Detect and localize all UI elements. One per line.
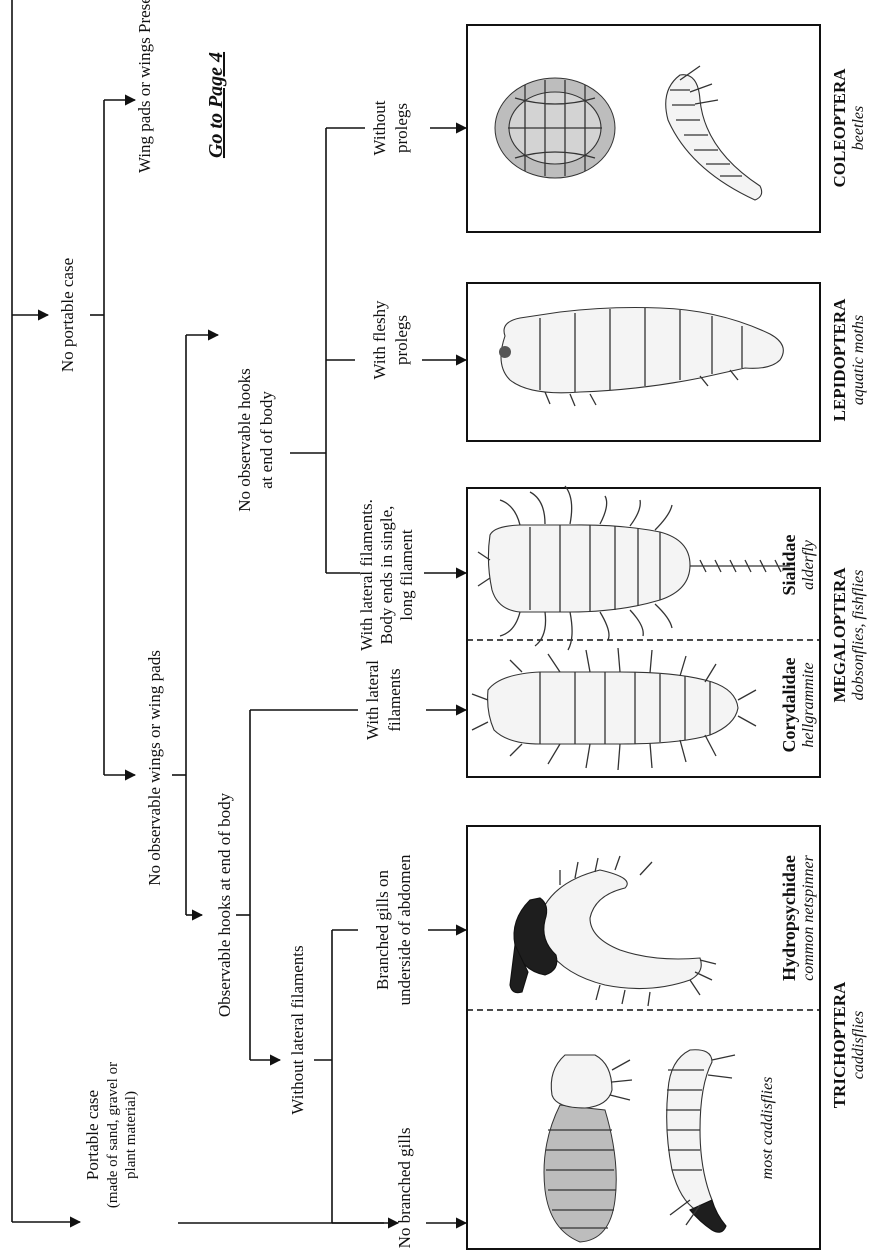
trichoptera-box (467, 826, 820, 1249)
svg-text:Branched gills on: Branched gills on (373, 870, 392, 990)
node-wing-pads-present: Wing pads or wings Present (135, 0, 154, 173)
svg-text:plant material): plant material) (123, 1091, 139, 1179)
beetle-adult-illustration (495, 78, 615, 178)
svg-text:Sialidae: Sialidae (779, 534, 799, 595)
svg-text:MEGALOPTERA: MEGALOPTERA (830, 567, 849, 703)
svg-text:filaments: filaments (385, 668, 404, 731)
go-to-page-link[interactable]: Go to Page 4 (205, 52, 227, 158)
svg-text:TRICHOPTERA: TRICHOPTERA (830, 981, 849, 1108)
svg-text:prolegs: prolegs (392, 103, 411, 153)
order-lepidoptera: LEPIDOPTERA aquatic moths (830, 298, 867, 422)
svg-text:prolegs: prolegs (392, 315, 411, 365)
svg-text:alderfly: alderfly (800, 539, 817, 590)
svg-text:(made of sand, gravel or: (made of sand, gravel or (105, 1062, 121, 1208)
svg-text:LEPIDOPTERA: LEPIDOPTERA (830, 298, 849, 422)
node-no-wings: No observable wings or wing pads (145, 650, 164, 886)
svg-text:long filament: long filament (397, 529, 416, 620)
svg-text:dobsonflies, fishflies: dobsonflies, fishflies (850, 570, 867, 701)
svg-text:Without: Without (370, 100, 389, 155)
family-sialidae: Sialidae alderfly (779, 534, 817, 595)
order-megaloptera: MEGALOPTERA dobsonflies, fishflies (830, 567, 867, 703)
order-coleoptera: COLEOPTERA beetles (830, 68, 867, 188)
family-hydropsychidae: Hydropsychidae common netspinner (779, 854, 817, 981)
svg-text:Without lateral filaments: Without lateral filaments (288, 945, 307, 1114)
svg-text:caddisflies: caddisflies (850, 1011, 867, 1079)
svg-text:beetles: beetles (850, 106, 867, 150)
svg-text:No observable wings or wing pa: No observable wings or wing pads (145, 650, 164, 886)
svg-text:at end of body: at end of body (257, 391, 276, 489)
node-no-portable-case: No portable case (58, 258, 77, 372)
node-portable-case: Portable case (made of sand, gravel or p… (83, 1062, 139, 1208)
node-without-prolegs: Without prolegs (370, 100, 411, 155)
node-no-branched-gills: No branched gills (395, 1128, 414, 1249)
node-fleshy-prolegs: With fleshy prolegs (370, 300, 411, 380)
family-most-caddisflies: most caddisflies (759, 1077, 776, 1180)
family-corydalidae: Corydalidae hellgrammite (779, 657, 817, 752)
node-lateral-single-filament: With lateral filaments. Body ends in sin… (357, 499, 416, 651)
svg-text:Wing pads or wings Present: Wing pads or wings Present (135, 0, 154, 173)
svg-text:Go to Page 4: Go to Page 4 (205, 52, 227, 158)
svg-text:Body ends in single,: Body ends in single, (377, 506, 396, 645)
svg-text:COLEOPTERA: COLEOPTERA (830, 68, 849, 188)
svg-text:hellgrammite: hellgrammite (800, 662, 817, 747)
svg-text:Observable hooks at end of bod: Observable hooks at end of body (215, 792, 234, 1017)
node-branched-gills: Branched gills on underside of abdomen (373, 854, 414, 1006)
svg-text:Portable case: Portable case (83, 1090, 102, 1180)
order-trichoptera: TRICHOPTERA caddisflies (830, 981, 867, 1108)
svg-text:With lateral filaments.: With lateral filaments. (357, 499, 376, 651)
svg-text:aquatic moths: aquatic moths (850, 315, 867, 405)
svg-text:No branched gills: No branched gills (395, 1128, 414, 1249)
svg-text:Corydalidae: Corydalidae (779, 657, 799, 752)
svg-text:No portable case: No portable case (58, 258, 77, 372)
svg-text:No observable hooks: No observable hooks (235, 368, 254, 512)
svg-text:With fleshy: With fleshy (370, 300, 389, 380)
svg-text:most caddisflies: most caddisflies (759, 1077, 776, 1180)
node-no-hooks: No observable hooks at end of body (235, 368, 276, 512)
node-with-lateral-filaments: With lateral filaments (363, 660, 404, 740)
node-hooks: Observable hooks at end of body (215, 792, 234, 1017)
svg-text:underside of abdomen: underside of abdomen (395, 854, 414, 1006)
svg-text:With lateral: With lateral (363, 660, 382, 740)
node-without-lateral-filaments: Without lateral filaments (288, 945, 307, 1114)
svg-text:common netspinner: common netspinner (800, 854, 817, 981)
svg-text:Hydropsychidae: Hydropsychidae (779, 855, 799, 981)
